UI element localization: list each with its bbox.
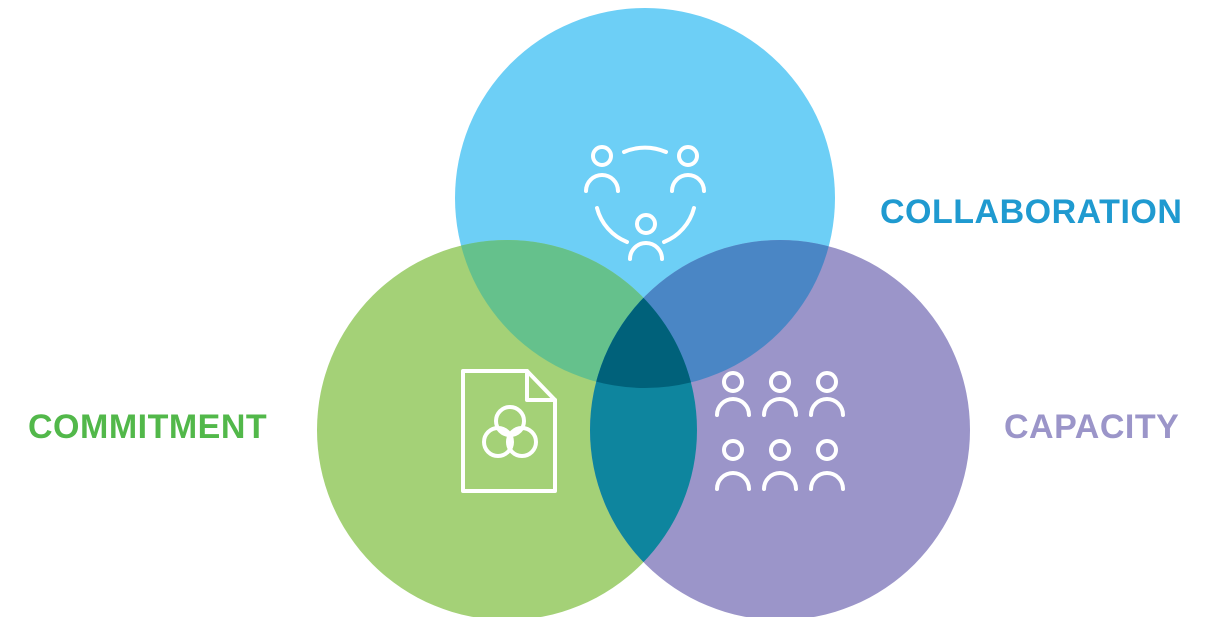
document-venn-icon [461, 369, 557, 493]
people-group-icon [715, 371, 845, 491]
label-capacity: CAPACITY [1004, 408, 1180, 446]
people-network-icon [584, 145, 706, 261]
overlap-collaboration-capacity [590, 240, 835, 388]
label-collaboration: COLLABORATION [880, 193, 1183, 231]
label-commitment: COMMITMENT [28, 408, 268, 446]
overlap-collaboration-commitment [455, 240, 697, 388]
